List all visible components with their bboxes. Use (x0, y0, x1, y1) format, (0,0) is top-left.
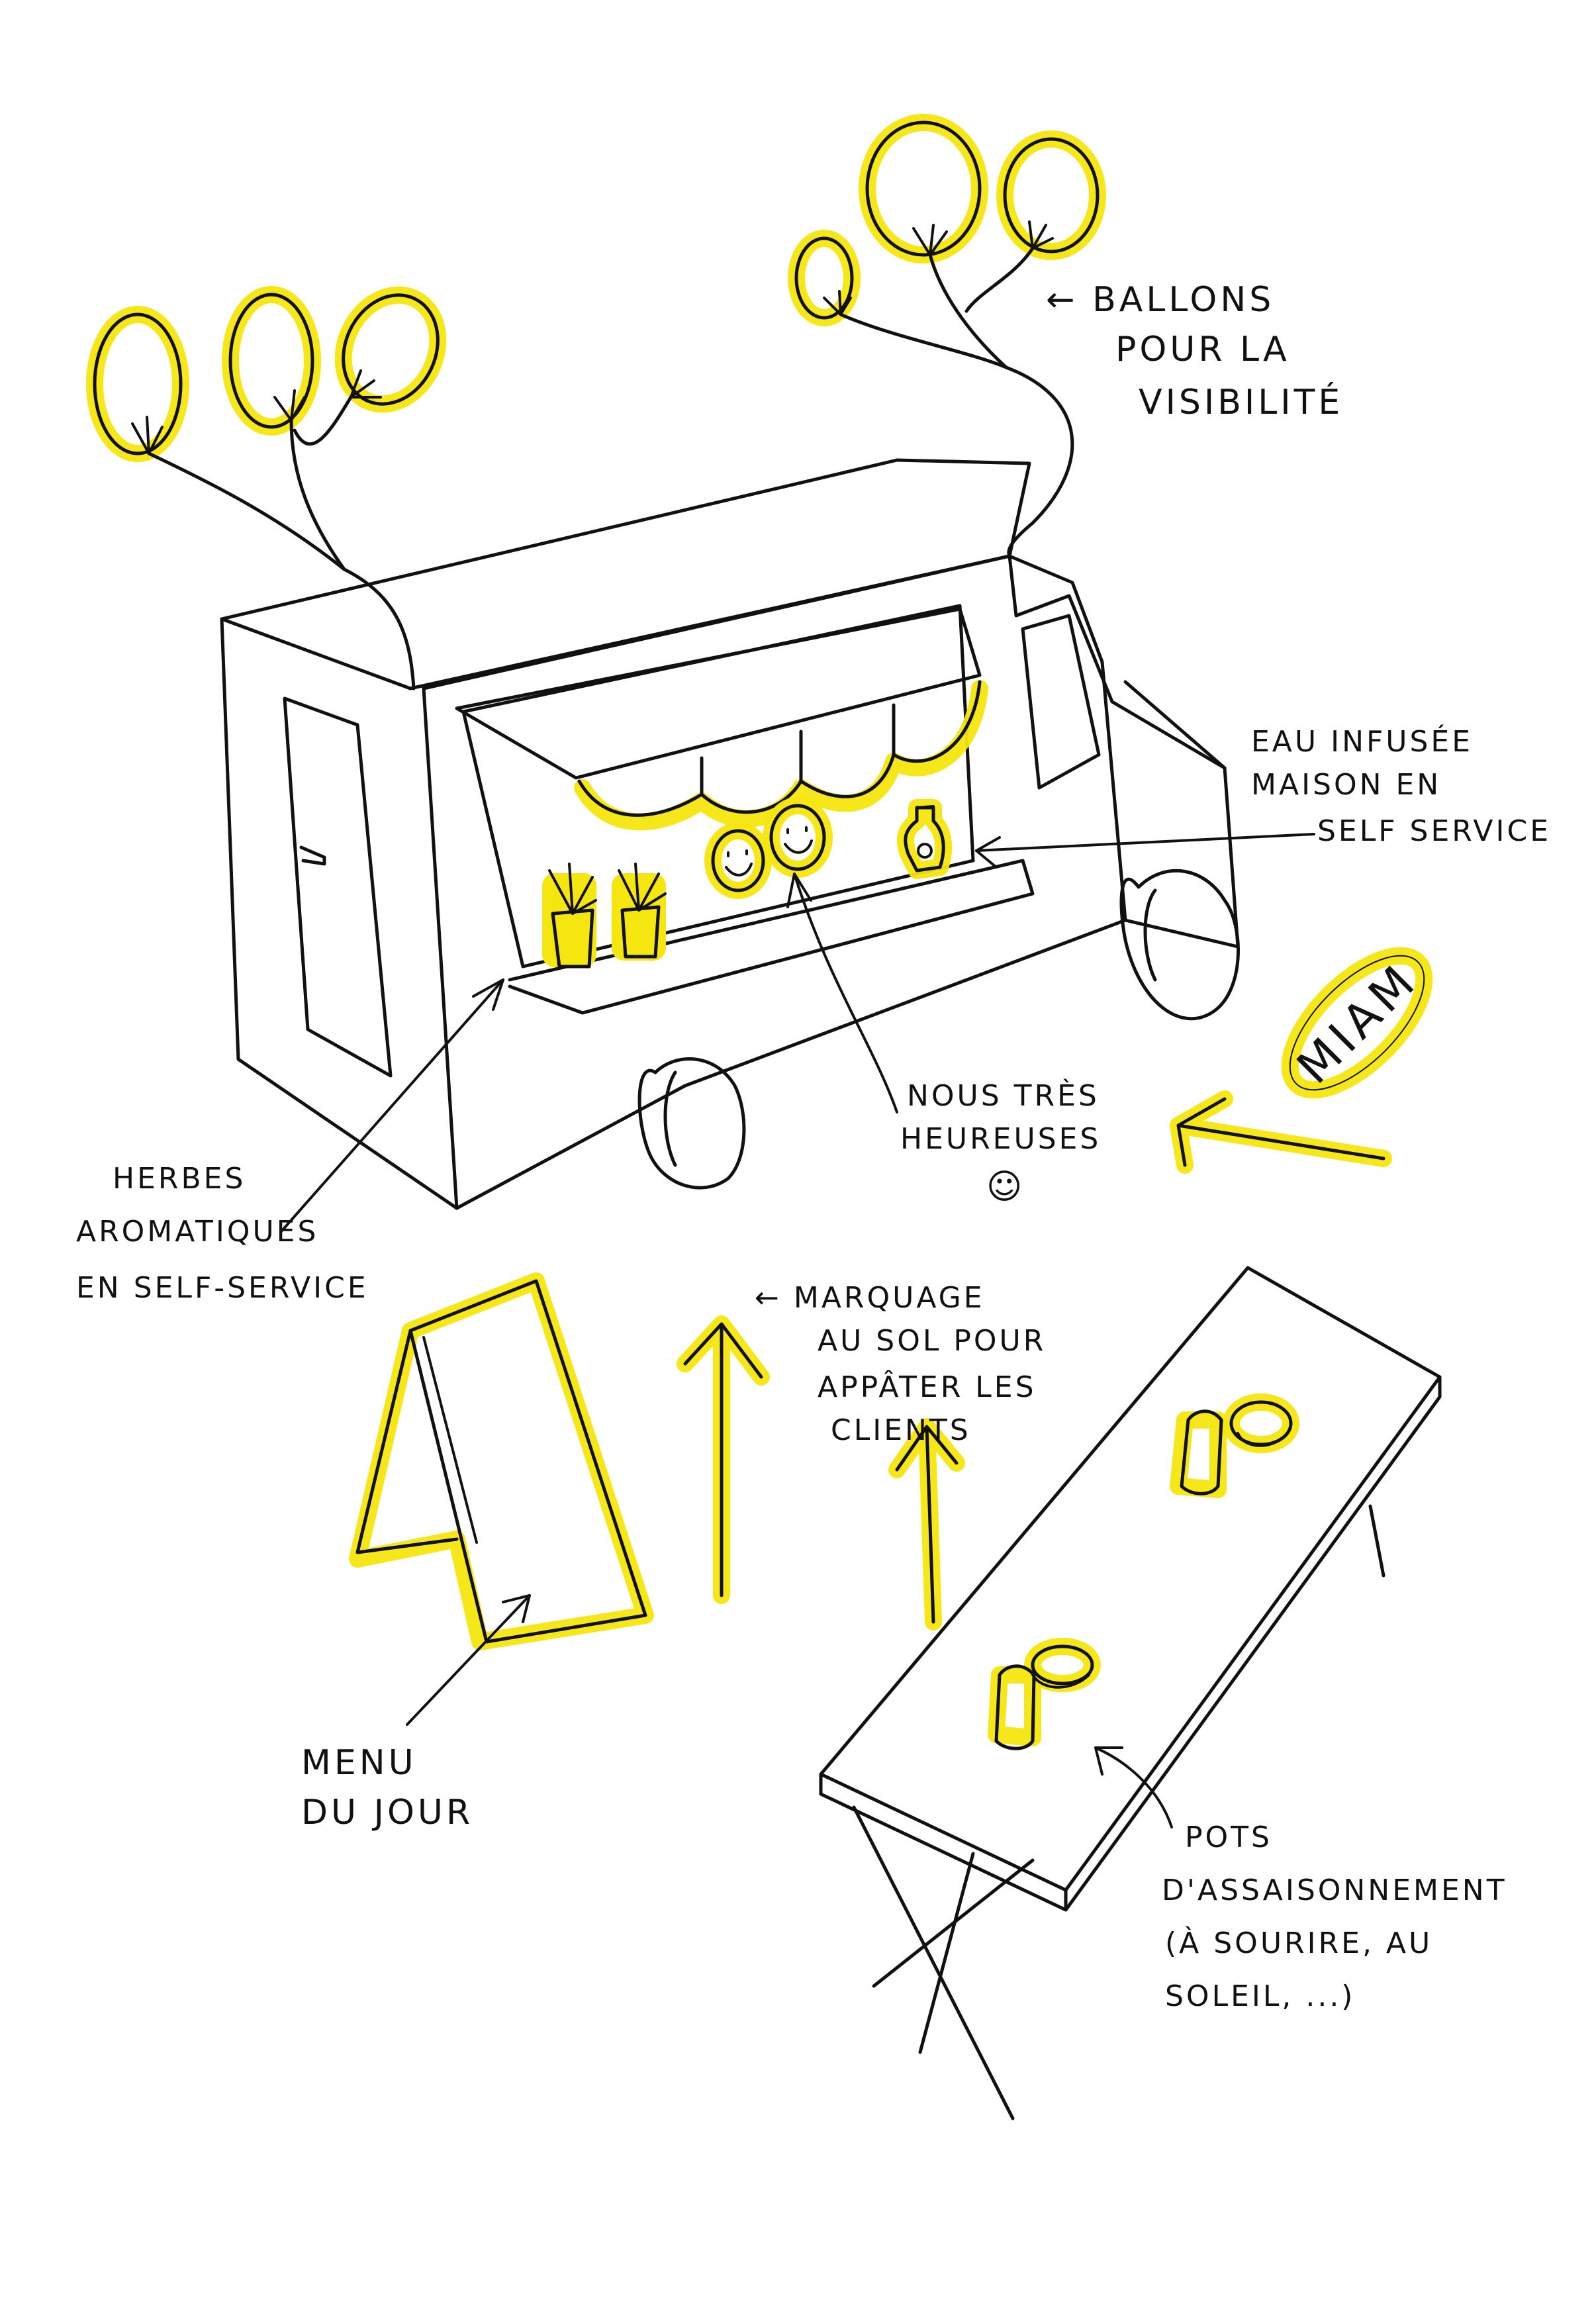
label-pots-line4: SOLEIL, ...) (1165, 1979, 1355, 2013)
label-ballons: ← BALLONS POUR LA VISIBILITÉ (1046, 280, 1343, 422)
label-marquage: ← MARQUAGE AU SOL POUR APPÂTER LES CLIEN… (755, 1281, 1046, 1447)
balloons-right (788, 114, 1106, 558)
label-pots-line1: POTS (1185, 1821, 1272, 1854)
water-bottle (896, 799, 953, 879)
food-truck (220, 458, 1240, 1210)
condiment-pot (988, 1638, 1101, 1750)
label-menu-line1: MENU (301, 1743, 417, 1783)
label-herbes: HERBES AROMATIQUES EN SELF-SERVICE (76, 1162, 369, 1305)
label-ballons-line3: VISIBILITÉ (1139, 382, 1343, 422)
label-eau-line2: MAISON EN (1251, 768, 1441, 802)
label-marquage-line4: CLIENTS (831, 1413, 971, 1447)
happy-faces (704, 797, 833, 899)
label-marquage-line2: AU SOL POUR (818, 1324, 1046, 1358)
balloons-left (86, 286, 447, 690)
miam-tag: MIAM (1281, 947, 1433, 1099)
condiment-pot (1170, 1394, 1299, 1498)
label-eau-line1: EAU INFUSÉE (1251, 724, 1473, 759)
floor-arrows (677, 1090, 1392, 1631)
label-menu-line2: DU JOUR (301, 1793, 473, 1832)
label-heureuses-line2: HEUREUSES (900, 1122, 1101, 1156)
label-heureuses-face: ☺ (986, 1167, 1025, 1207)
table (819, 1266, 1442, 2120)
menu-board (349, 1272, 654, 1650)
label-marquage-line1: ← MARQUAGE (755, 1281, 985, 1315)
label-heureuses-line1: NOUS TRÈS (907, 1078, 1100, 1113)
label-herbes-line1: HERBES (113, 1162, 246, 1196)
label-menu: MENU DU JOUR (301, 1743, 473, 1832)
label-pots: POTS D'ASSAISONNEMENT (À SOURIRE, AU SOL… (1162, 1821, 1507, 2013)
leader-lines (280, 833, 1315, 1828)
label-ballons-line2: POUR LA (1115, 330, 1290, 369)
label-heureuses: NOUS TRÈS HEUREUSES ☺ (900, 1078, 1101, 1207)
label-marquage-line3: APPÂTER LES (818, 1369, 1037, 1404)
label-eau: EAU INFUSÉE MAISON EN SELF SERVICE (1251, 724, 1551, 848)
rear-wheel (637, 1057, 746, 1190)
label-eau-line3: SELF SERVICE (1317, 814, 1551, 848)
label-herbes-line2: AROMATIQUES (76, 1215, 318, 1249)
label-pots-line2: D'ASSAISONNEMENT (1162, 1873, 1507, 1907)
herb-pots (542, 863, 667, 969)
front-wheel (1119, 869, 1240, 1021)
label-ballons-line1: ← BALLONS (1046, 280, 1274, 320)
label-pots-line3: (À SOURIRE, AU (1165, 1925, 1432, 1960)
label-herbes-line3: EN SELF-SERVICE (76, 1271, 369, 1305)
